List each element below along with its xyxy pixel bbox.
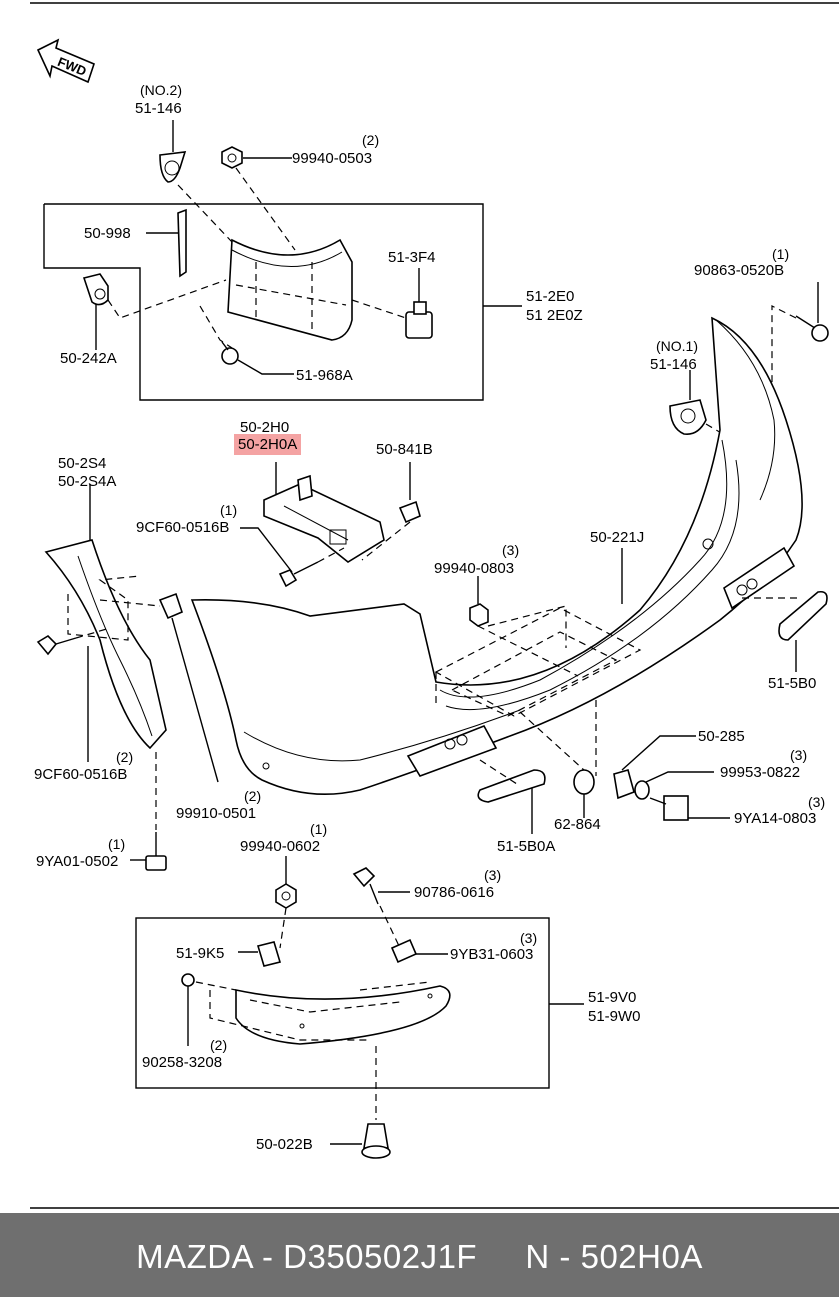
label-51-968a: 51-968A (296, 367, 353, 384)
reflector-51-5b0a (477, 769, 546, 803)
rear-lamp-51-2e0 (227, 238, 353, 341)
label-99953-0822: 99953-0822 (720, 764, 801, 781)
bolt-90786-0616 (352, 867, 379, 905)
upper-group-box (43, 203, 484, 401)
bolt-9ya14-0803 (649, 795, 689, 821)
label-50-2s4: 50-2S4 (58, 455, 107, 472)
label-90863-0520b: 90863-0520B (694, 262, 785, 279)
label-50-285: 50-285 (698, 728, 745, 745)
label-51-9w0: 51-9W0 (588, 1008, 641, 1025)
clip-50-022b (361, 1123, 391, 1159)
label-qty-99910: (2) (244, 788, 262, 804)
label-62-864: 62-864 (554, 816, 601, 833)
bumper-50-221j (190, 316, 803, 796)
nut-9yb31-0603 (390, 938, 418, 964)
label-99940-0803: 99940-0803 (434, 560, 515, 577)
label-51-5b0: 51-5B0 (768, 675, 817, 692)
label-99940-0503: 99940-0503 (292, 150, 373, 167)
label-qty-90258: (2) (210, 1037, 228, 1053)
clip-51-146-side (669, 399, 707, 436)
screw-90258-3208 (181, 973, 195, 987)
label-qty-90863: (1) (772, 246, 790, 262)
label-qty-no2: (NO.2) (140, 82, 182, 98)
side-bracket-50-2s4 (44, 539, 167, 750)
label-qty-9yb31: (3) (520, 930, 538, 946)
label-qty-no1: (NO.1) (656, 338, 698, 354)
pad-50-285 (613, 769, 635, 800)
nut-99940-0803 (469, 603, 489, 627)
label-qty-90786: (3) (484, 867, 502, 883)
label-51-146-upper: 51-146 (135, 100, 182, 117)
nut-99940-0503 (221, 146, 243, 169)
label-9cf60-0516b-side: 9CF60-0516B (34, 766, 128, 783)
clip-50-841b (398, 500, 421, 524)
parts-diagram: FWD (30, 2, 839, 1209)
nut-99940-0602 (275, 883, 297, 909)
label-99910-0501: 99910-0501 (176, 805, 257, 822)
label-50-022b: 50-022B (256, 1136, 313, 1153)
parts-diagram-drawing: FWD (30, 2, 839, 1209)
clip-51-146-upper (159, 151, 187, 183)
label-50-2h0: 50-2H0 (240, 419, 290, 436)
label-50-221j: 50-221J (590, 529, 645, 546)
reflector-51-5b0 (778, 590, 828, 641)
plug-62-864 (573, 769, 595, 795)
label-qty-99953: (3) (790, 747, 808, 763)
strip-50-998 (177, 208, 187, 278)
label-50-998: 50-998 (84, 225, 131, 242)
label-qty-9cf60-bracket: (1) (220, 502, 238, 518)
label-90258-3208: 90258-3208 (142, 1054, 223, 1071)
label-51-5b0a: 51-5B0A (497, 838, 556, 855)
garnish-51-9v0 (209, 981, 451, 1045)
label-51-9v0: 51-9V0 (588, 989, 637, 1006)
label-90786-0616: 90786-0616 (414, 884, 495, 901)
label-qty-9ya01: (1) (108, 836, 126, 852)
clip-51-9k5 (256, 941, 282, 967)
label-qty-99940-0503: (2) (362, 132, 380, 148)
fwd-arrow-icon: FWD (36, 38, 95, 84)
bolt-90863-0520b (795, 315, 829, 342)
label-qty-99940-0803: (3) (502, 542, 520, 558)
label-51-3f4: 51-3F4 (388, 249, 436, 266)
label-qty-9cf60-side: (2) (116, 749, 134, 765)
bracket-50-2h0a (263, 474, 385, 563)
footer-bar: MAZDA - D350502J1F N - 502H0A (0, 1213, 839, 1297)
bolt-9cf60-0516b-side (36, 634, 77, 656)
label-50-2s4a: 50-2S4A (58, 473, 117, 490)
clip-99910-0501 (158, 592, 183, 620)
label-51-2e0z: 51 2E0Z (526, 307, 583, 324)
washer-99953-0822 (634, 780, 650, 800)
bolt-9cf60-0516b-bracket (278, 561, 319, 588)
label-9ya14-0803: 9YA14-0803 (734, 810, 817, 827)
lower-group-box (135, 917, 550, 1089)
label-qty-9ya14: (3) (808, 794, 826, 810)
socket-51-3f4 (405, 301, 433, 339)
screw-51-968a (221, 341, 239, 365)
label-9ya01-0502: 9YA01-0502 (36, 853, 119, 870)
footer-part-number: MAZDA - D350502J1F N - 502H0A (136, 1238, 703, 1275)
label-9yb31-0603: 9YB31-0603 (450, 946, 534, 963)
label-99940-0602: 99940-0602 (240, 838, 321, 855)
label-51-2e0: 51-2E0 (526, 288, 575, 305)
clip-50-242a (82, 273, 109, 306)
label-50-2h0a-highlighted: 50-2H0A (234, 434, 302, 455)
label-50-841b: 50-841B (376, 441, 433, 458)
label-51-9k5: 51-9K5 (176, 945, 225, 962)
bolt-9ya01-0502 (145, 832, 167, 871)
label-51-146-side: 51-146 (650, 356, 697, 373)
label-50-242a: 50-242A (60, 350, 117, 367)
label-9cf60-0516b-bracket: 9CF60-0516B (136, 519, 230, 536)
label-qty-99940-0602: (1) (310, 821, 328, 837)
